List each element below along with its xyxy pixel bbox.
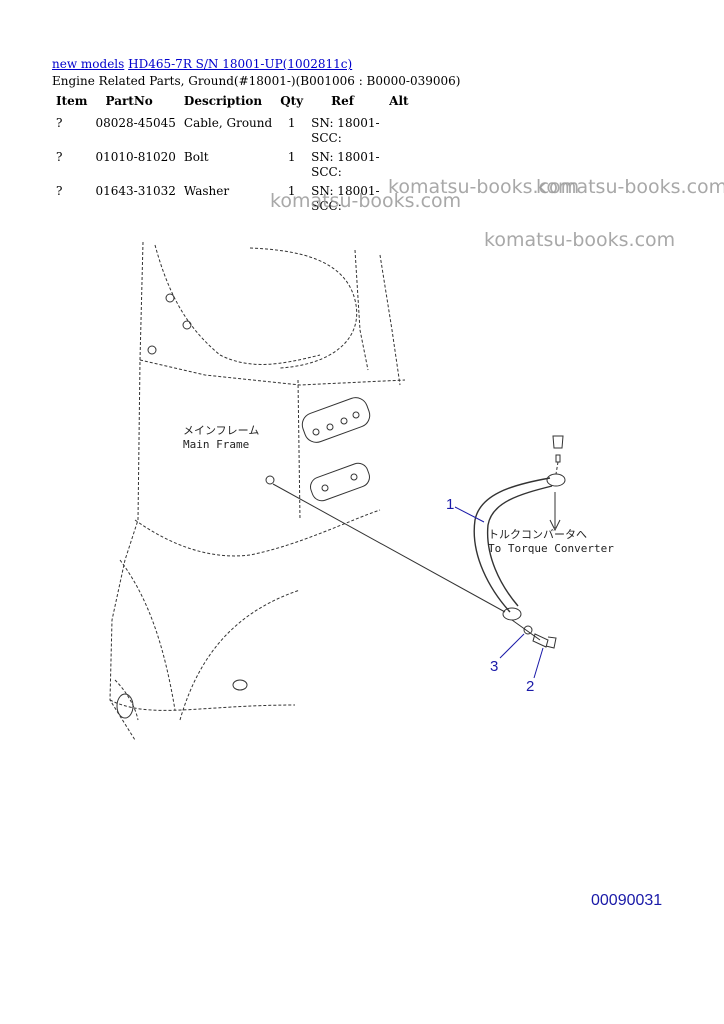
callout-2-leader: [533, 647, 544, 679]
frame-detail: [114, 679, 139, 721]
ground-cable: [473, 477, 553, 613]
frame-edge-2: [379, 254, 401, 386]
bolt-head: [147, 345, 157, 355]
frame-right-edge: [354, 249, 369, 371]
row-partno: 01643-31032: [95, 184, 176, 198]
diagram-code: 00090031: [591, 892, 663, 909]
col-qty: Qty: [280, 94, 304, 108]
frame-side-curve: [119, 559, 176, 711]
bolt-head: [182, 320, 192, 330]
cable-terminal: [546, 473, 566, 487]
row-ref: SN: 18001-SCC:: [311, 116, 380, 145]
row-qty: 1: [287, 150, 296, 164]
callout-1-leader: [454, 506, 485, 523]
frame-lower-curve: [179, 589, 301, 721]
frame-edge-3: [139, 359, 406, 386]
frame-bulge: [134, 509, 381, 557]
bracket-plate-lower: [310, 462, 370, 502]
hole: [350, 473, 358, 481]
row-qty: 1: [287, 184, 296, 198]
torque-converter-label: トルクコンバータへ To Torque Converter: [488, 528, 614, 555]
main-frame-label: メインフレーム Main Frame: [183, 424, 260, 451]
hole: [312, 428, 320, 436]
col-description: Description: [183, 94, 263, 108]
watermark-text: komatsu-books.com: [388, 176, 580, 198]
col-item: Item: [56, 94, 88, 108]
row-qty: 1: [287, 116, 296, 130]
breadcrumb: new models HD465-7R S/N 18001-UP(1002811…: [52, 56, 352, 72]
washer: [523, 625, 533, 635]
col-alt: Alt: [389, 94, 409, 108]
watermark-text: komatsu-books.com: [270, 190, 462, 212]
model-link[interactable]: HD465-7R S/N 18001-UP(1002811c): [128, 57, 353, 71]
upper-bolt: [552, 435, 564, 463]
watermark-text: komatsu-books.com: [536, 176, 724, 198]
hole: [352, 411, 360, 419]
frame-vertical: [297, 379, 301, 521]
page-title: Engine Related Parts, Ground(#18001-)(B0…: [52, 74, 461, 88]
row-ref: SN: 18001-SCC:: [311, 184, 380, 213]
table-row: ? 08028-45045 Cable, Ground 1 SN: 18001-…: [52, 114, 413, 148]
callout-2: 2: [526, 678, 535, 695]
frame-left-outline: [109, 241, 144, 741]
col-ref: Ref: [331, 94, 354, 108]
row-item: ?: [56, 184, 63, 198]
row-ref: SN: 18001-SCC:: [311, 150, 380, 179]
watermark-text: komatsu-books.com: [484, 229, 676, 251]
hole: [340, 417, 348, 425]
table-header-row: Item PartNo Description Qty Ref Alt: [52, 92, 413, 114]
cable-terminal: [502, 607, 522, 621]
row-partno: 01010-81020: [95, 150, 176, 164]
callout-3-leader: [499, 633, 525, 659]
frame-upper-lobe: [249, 247, 358, 369]
assembly-line: [511, 619, 541, 641]
callout-3: 3: [490, 658, 499, 675]
hole: [326, 423, 334, 431]
table-row: ? 01010-81020 Bolt 1 SN: 18001-SCC:: [52, 148, 413, 182]
row-description: Cable, Ground: [183, 116, 273, 130]
frame-bottom: [109, 699, 296, 711]
arrow-to-converter: [549, 492, 561, 532]
row-description: Bolt: [183, 150, 209, 164]
mount-point: [265, 475, 275, 485]
row-item: ?: [56, 116, 63, 130]
bolt: [532, 633, 557, 649]
parts-table: Item PartNo Description Qty Ref Alt ? 08…: [52, 92, 413, 216]
leader-line: [272, 483, 506, 613]
frame-hole: [116, 693, 134, 719]
hole: [321, 484, 329, 492]
callout-1: 1: [446, 496, 455, 513]
bolt-head: [165, 293, 175, 303]
frame-top-curve: [154, 244, 321, 365]
table-row: ? 01643-31032 Washer 1 SN: 18001-SCC:: [52, 182, 413, 216]
new-models-link[interactable]: new models: [52, 57, 125, 71]
row-item: ?: [56, 150, 63, 164]
bracket-plate-upper: [301, 397, 371, 443]
row-partno: 08028-45045: [95, 116, 176, 130]
frame-hole: [232, 679, 248, 691]
col-partno: PartNo: [105, 94, 153, 108]
row-description: Washer: [183, 184, 230, 198]
